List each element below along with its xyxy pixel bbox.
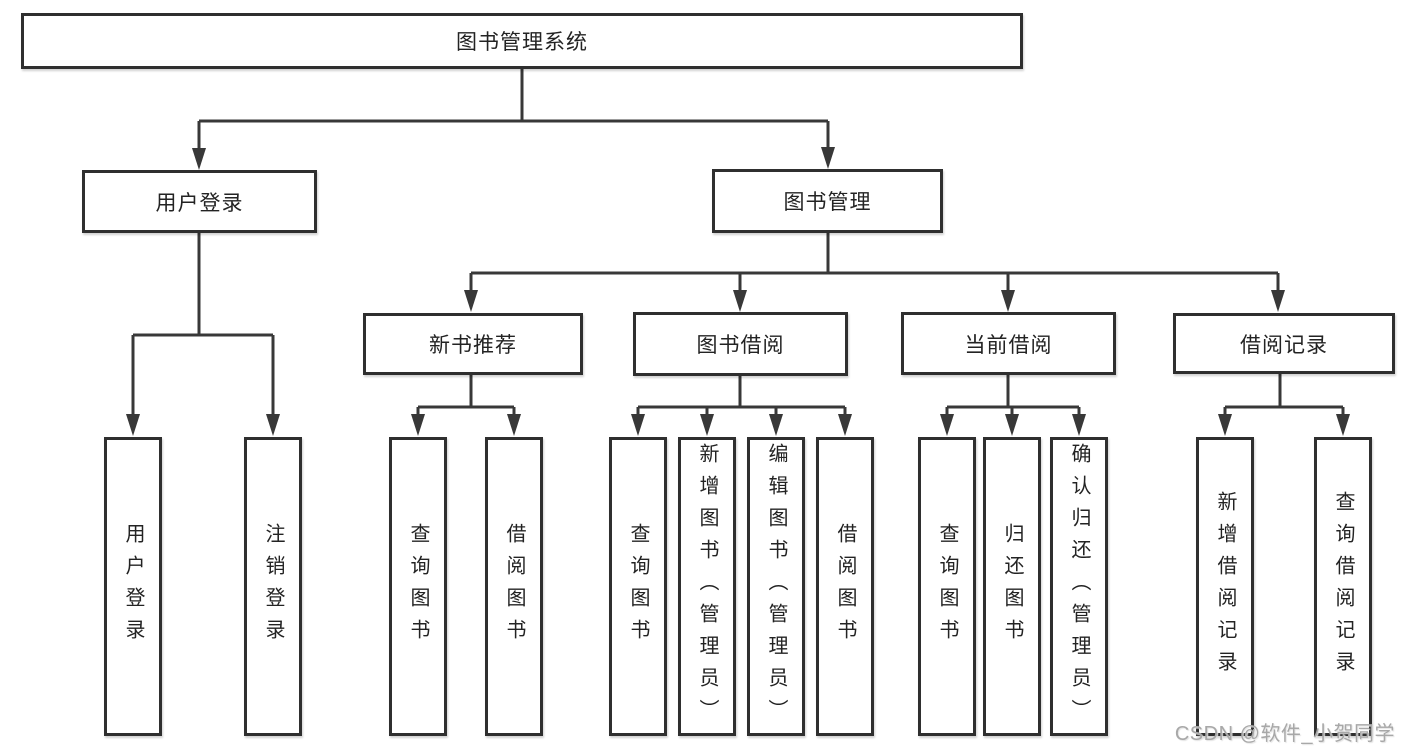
leaf-nbr-query-book-label: 查询图书	[407, 522, 429, 651]
leaf-bb-edit-book-admin-label: 编辑图书（管理员）	[765, 442, 787, 731]
leaf-nbr-borrow-book: 借阅图书	[485, 437, 543, 736]
leaf-bb-edit-book-admin: 编辑图书（管理员）	[747, 437, 805, 736]
node-book-borrow: 图书借阅	[633, 312, 848, 376]
node-book-management: 图书管理	[712, 169, 943, 233]
leaf-nbr-query-book: 查询图书	[389, 437, 447, 736]
leaf-bb-query-book-label: 查询图书	[627, 522, 649, 651]
connector-book-borrow	[636, 376, 847, 419]
leaf-bb-query-book: 查询图书	[609, 437, 667, 736]
leaf-br-query-record: 查询借阅记录	[1314, 437, 1372, 736]
connector-borrow-record	[1223, 374, 1345, 419]
node-current-borrow-label: 当前借阅	[964, 333, 1053, 357]
node-book-borrow-label: 图书借阅	[696, 334, 785, 357]
leaf-br-add-record: 新增借阅记录	[1196, 437, 1254, 736]
leaf-bb-borrow-book: 借阅图书	[816, 437, 874, 736]
leaf-bb-borrow-book-label: 借阅图书	[834, 522, 856, 651]
node-root: 图书管理系统	[21, 13, 1023, 69]
leaf-cb-confirm-return-admin-label: 确认归还（管理员）	[1068, 442, 1090, 731]
leaf-user-login-label: 用户登录	[122, 522, 144, 651]
node-user-login-label: 用户登录	[155, 191, 244, 215]
node-user-login: 用户登录	[82, 170, 317, 233]
leaf-bb-add-book-admin: 新增图书（管理员）	[678, 437, 736, 736]
leaf-cb-confirm-return-admin: 确认归还（管理员）	[1050, 437, 1108, 736]
connector-new-book-recommend	[416, 375, 516, 419]
node-borrow-record: 借阅记录	[1173, 313, 1395, 374]
leaf-br-add-record-label: 新增借阅记录	[1214, 490, 1236, 683]
leaf-logout: 注销登录	[244, 437, 302, 736]
watermark-text: CSDN @软件_小贺同学	[1174, 723, 1395, 745]
leaf-cb-query-book: 查询图书	[918, 437, 976, 736]
leaf-cb-return-book: 归还图书	[983, 437, 1041, 736]
node-borrow-record-label: 借阅记录	[1240, 333, 1328, 357]
node-new-book-recommend: 新书推荐	[363, 313, 583, 375]
leaf-cb-query-book-label: 查询图书	[936, 522, 958, 651]
connector-book-management	[469, 233, 1280, 295]
node-new-book-recommend-label: 新书推荐	[429, 334, 517, 357]
node-root-label: 图书管理系统	[456, 31, 588, 54]
leaf-bb-add-book-admin-label: 新增图书（管理员）	[696, 442, 718, 731]
node-current-borrow: 当前借阅	[901, 312, 1116, 375]
leaf-cb-return-book-label: 归还图书	[1001, 522, 1023, 651]
node-book-management-label: 图书管理	[783, 191, 872, 214]
leaf-logout-label: 注销登录	[262, 522, 284, 651]
connector-user-login	[131, 233, 275, 419]
leaf-user-login: 用户登录	[104, 437, 162, 736]
leaf-br-query-record-label: 查询借阅记录	[1332, 490, 1354, 683]
leaf-nbr-borrow-book-label: 借阅图书	[503, 522, 525, 651]
connector-current-borrow	[945, 375, 1081, 419]
connector-root	[197, 69, 830, 152]
